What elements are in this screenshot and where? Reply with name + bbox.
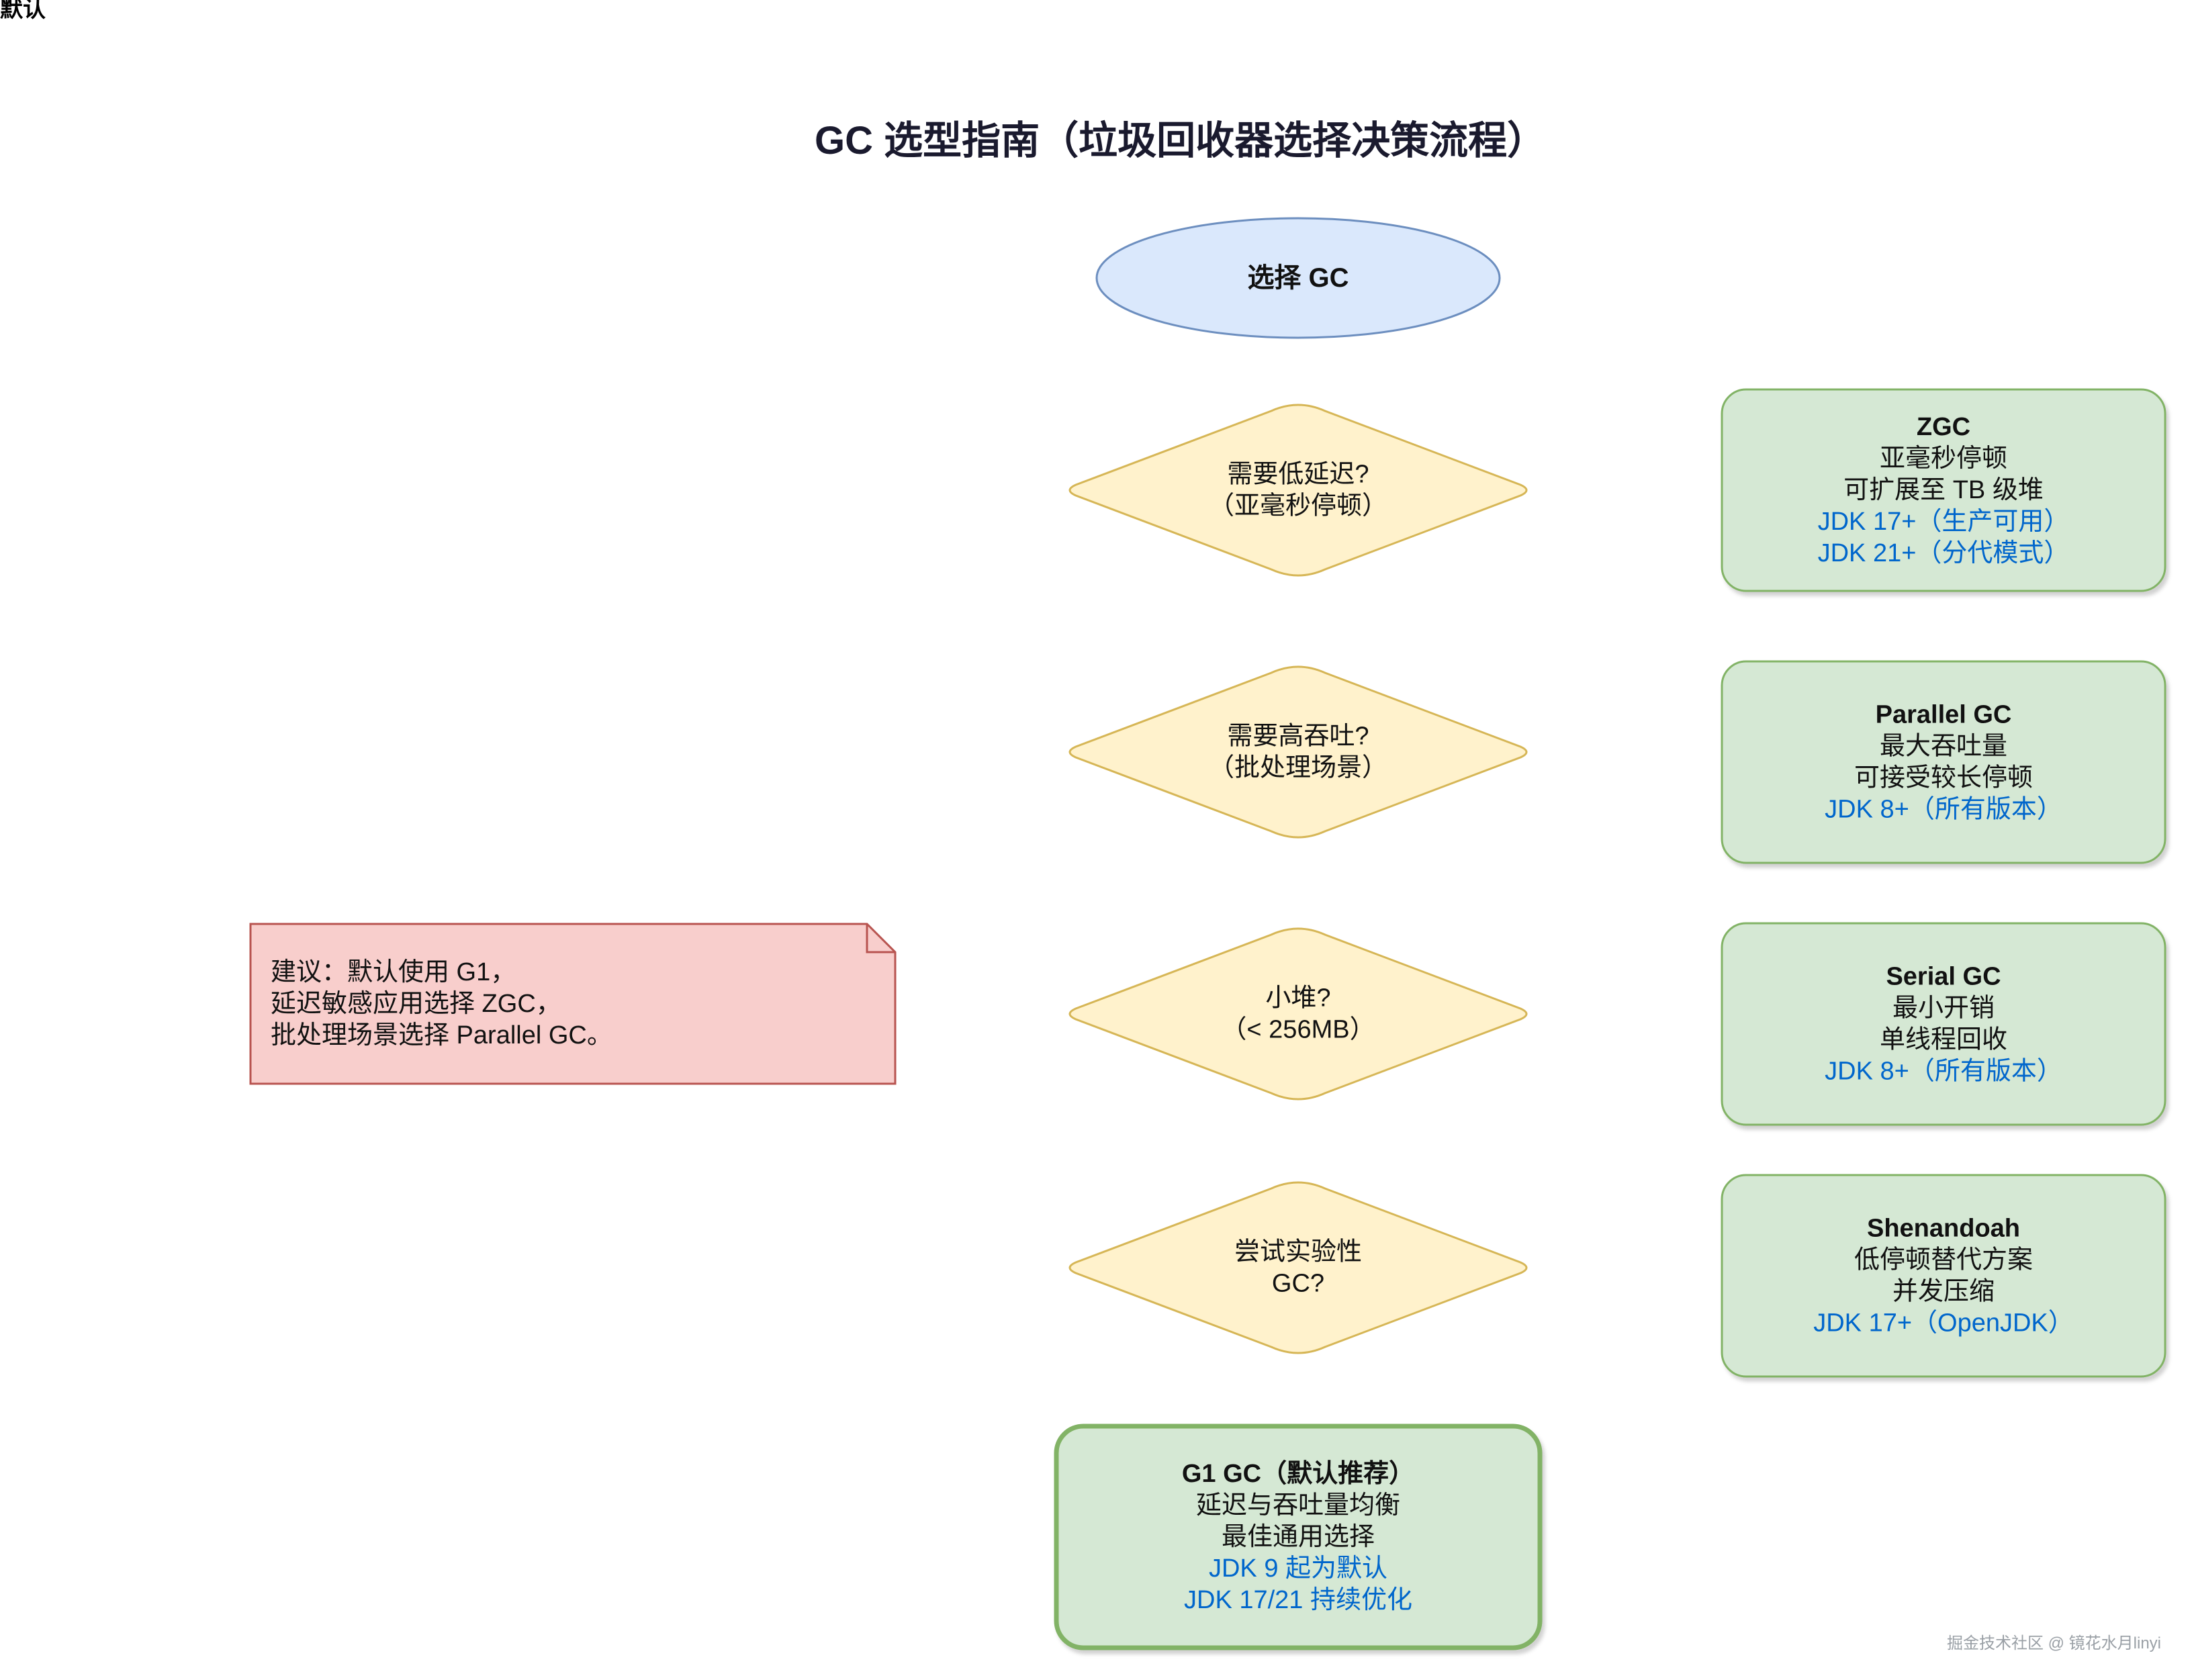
collector-box xyxy=(1721,388,2166,592)
decision-node-label-line: （< 256MB） xyxy=(1221,1016,1375,1044)
decision-node-label-line: （亚毫秒停顿） xyxy=(1209,492,1387,520)
decision-node-label-line: 需要高吞吐? xyxy=(1227,722,1369,751)
decision-node-label-line: （批处理场景） xyxy=(1209,754,1387,782)
collector-box-text-line: JDK 17+（生产可用） xyxy=(1818,508,2070,536)
default-collector-text-line: 延迟与吞吐量均衡 xyxy=(1196,1491,1400,1520)
collector-box-text-line: Parallel GC xyxy=(1876,701,2012,729)
note-box xyxy=(249,923,897,1085)
decision-node-label: 尝试实验性 GC? xyxy=(1234,1238,1362,1298)
collector-box-text-line: JDK 8+（所有版本） xyxy=(1825,796,2062,824)
note-line: 延迟敏感应用选择 ZGC， xyxy=(271,990,561,1018)
start-node-label: 选择 GC xyxy=(1247,263,1349,293)
collector-box-text-line: 亚毫秒停顿 xyxy=(1880,445,2007,473)
collector-box xyxy=(1721,1174,2166,1378)
decision-node-label: 需要高吞吐? （批处理场景） xyxy=(1209,722,1387,782)
note-line: 批处理场景选择 Parallel GC。 xyxy=(271,1021,612,1049)
decision-node-label: 需要低延迟? （亚毫秒停顿） xyxy=(1209,461,1387,520)
decision-node-label-line: 尝试实验性 xyxy=(1234,1238,1362,1266)
collector-box-text-line: JDK 8+（所有版本） xyxy=(1825,1058,2062,1086)
decision-node xyxy=(1068,1181,1528,1354)
collector-box-text-line: 可扩展至 TB 级堆 xyxy=(1843,476,2044,504)
decision-node xyxy=(1068,404,1528,577)
default-collector-text-line: JDK 9 起为默认 xyxy=(1209,1554,1387,1583)
collector-box-text-line: Shenandoah xyxy=(1867,1215,2020,1243)
collector-box xyxy=(1721,660,2166,864)
collector-box-text-line: 单线程回收 xyxy=(1880,1026,2007,1054)
default-collector-box xyxy=(1054,1424,1543,1650)
collector-box-text-line: JDK 21+（分代模式） xyxy=(1818,539,2070,567)
collector-box-text-line: ZGC xyxy=(1917,413,1970,441)
collector-box-text-line: 低停顿替代方案 xyxy=(1854,1246,2033,1274)
collector-box-text-line: 并发压缩 xyxy=(1892,1278,1995,1306)
default-collector-text-line: G1 GC（默认推荐） xyxy=(1182,1460,1414,1488)
diagram-title: GC 选型指南（垃圾回收器选择决策流程） xyxy=(815,119,1547,162)
decision-node-label: 小堆? （< 256MB） xyxy=(1221,984,1375,1044)
decision-node xyxy=(1068,665,1528,839)
decision-node-label-line: GC? xyxy=(1272,1270,1324,1298)
decision-node-label-line: 小堆? xyxy=(1265,984,1330,1013)
default-collector-text-line: 最佳通用选择 xyxy=(1222,1523,1375,1551)
note-line: 建议：默认使用 G1， xyxy=(271,958,516,986)
decision-node xyxy=(1068,927,1528,1101)
collector-box-text-line: 最大吞吐量 xyxy=(1880,733,2007,761)
collector-box xyxy=(1721,922,2166,1126)
note-fold xyxy=(866,924,895,953)
default-collector-text-line: JDK 17/21 持续优化 xyxy=(1184,1586,1412,1614)
start-node-label-line: 选择 GC xyxy=(1247,263,1349,293)
watermark: 掘金技术社区 @ 镜花水月linyi xyxy=(1946,1634,2161,1652)
collector-box-text-line: Serial GC xyxy=(1886,963,2001,991)
corner-label: 默认 xyxy=(0,0,46,22)
collector-box-text-line: 可接受较长停顿 xyxy=(1854,764,2033,792)
start-node xyxy=(1095,217,1501,339)
decision-node-label-line: 需要低延迟? xyxy=(1227,461,1369,489)
collector-box-text-line: JDK 17+（OpenJDK） xyxy=(1813,1309,2074,1338)
collector-box-text-line: 最小开销 xyxy=(1892,994,1995,1023)
note-text: 建议：默认使用 G1， 延迟敏感应用选择 ZGC， 批处理场景选择 Parallel… xyxy=(271,958,612,1049)
